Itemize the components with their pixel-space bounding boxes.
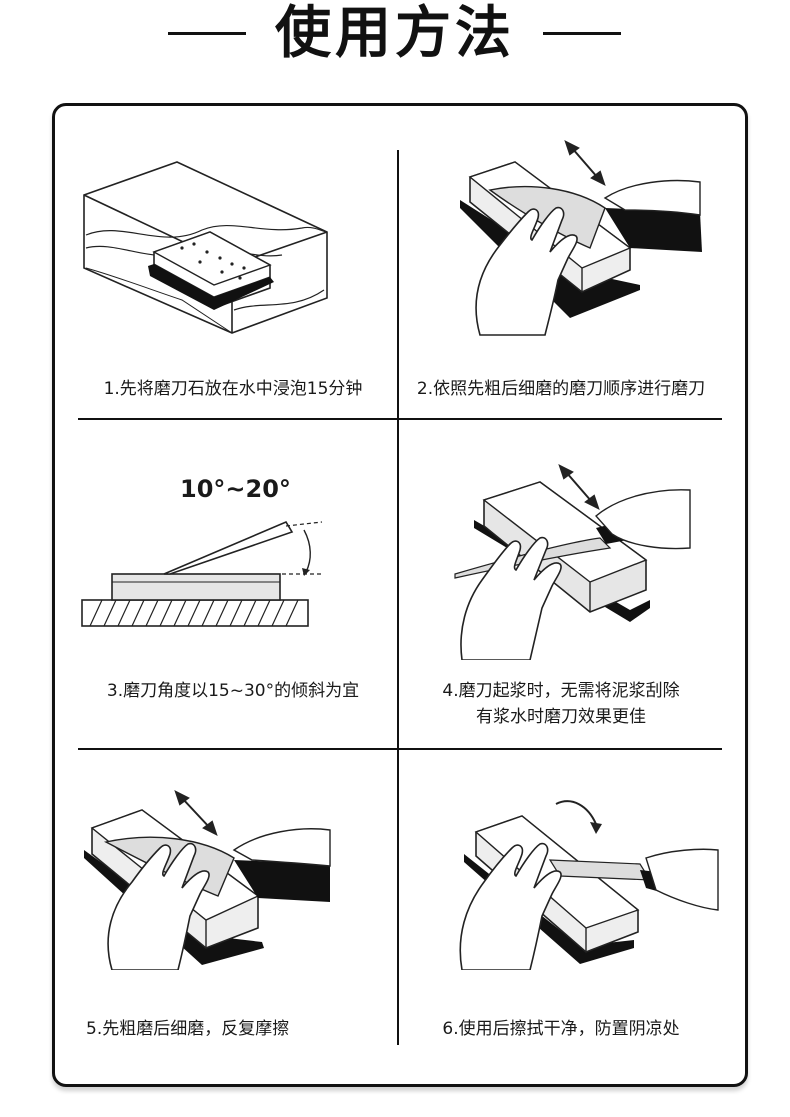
step-1-caption: 1.先将磨刀石放在水中浸泡15分钟: [103, 379, 363, 399]
clean-and-store-illustration: [459, 800, 719, 970]
angle-label: 10°~20°: [180, 475, 291, 503]
step-2: 2.依照先粗后细磨的磨刀顺序进行磨刀: [400, 140, 722, 418]
soak-stone-illustration: [83, 161, 328, 334]
sharpening-illustration-coarse: [460, 140, 702, 336]
page-title: 使用方法: [275, 1, 515, 66]
step-3: 10°~20° 3.磨刀角度以15~30°的倾斜为宜: [72, 430, 394, 748]
step-6-caption: 6.使用后擦拭干净，防置阴凉处: [442, 1019, 680, 1039]
title-right-rule: [543, 32, 621, 35]
step-5: 5.先粗磨后细磨，反复摩擦: [72, 760, 394, 1060]
step-4: 4.磨刀起浆时，无需将泥浆刮除 有浆水时磨刀效果更佳: [400, 430, 722, 748]
step-5-caption: 5.先粗磨后细磨，反复摩擦: [86, 1019, 290, 1039]
page-header: 使用方法: [0, 0, 790, 80]
step-4-caption-line2: 有浆水时磨刀效果更佳: [476, 707, 646, 727]
slurry-illustration: [454, 464, 691, 660]
sharpening-illustration-fine: [84, 790, 331, 970]
step-3-caption: 3.磨刀角度以15~30°的倾斜为宜: [106, 681, 360, 701]
step-2-caption: 2.依照先粗后细磨的磨刀顺序进行磨刀: [416, 379, 706, 399]
title-left-rule: [168, 32, 246, 35]
grid-row-divider-2: [78, 748, 722, 750]
grid-vertical-divider: [397, 150, 399, 1045]
step-6: 6.使用后擦拭干净，防置阴凉处: [400, 760, 722, 1060]
step-1: 1.先将磨刀石放在水中浸泡15分钟: [72, 140, 394, 418]
grid-row-divider-1: [78, 418, 722, 420]
angle-illustration: [81, 520, 323, 627]
step-4-caption-line1: 4.磨刀起浆时，无需将泥浆刮除: [442, 681, 680, 701]
